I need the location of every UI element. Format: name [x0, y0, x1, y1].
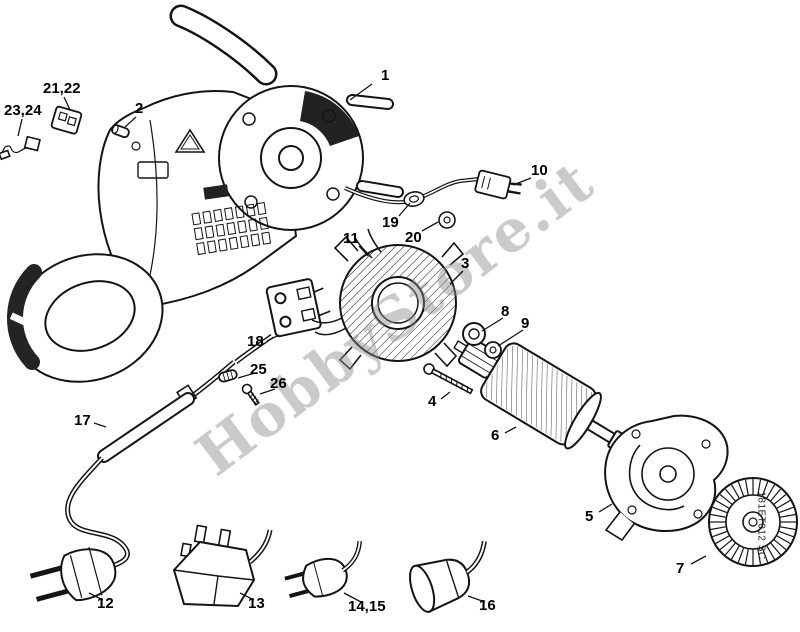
part-cable-clamp-25 [218, 369, 238, 383]
part-fan-wheel-7 [708, 477, 798, 567]
part-grommet-19 [403, 191, 425, 207]
part-screw-26 [241, 383, 260, 406]
label-sticker [137, 161, 169, 179]
rear-handle [7, 253, 164, 383]
part-washer-20 [438, 211, 456, 229]
part-motor-housing [7, 4, 404, 383]
stator-tab [338, 346, 362, 371]
part-handle-tube [97, 384, 198, 463]
cable-switch-leads [190, 333, 274, 399]
part-plug-euro-12 [29, 546, 117, 602]
stator-lead-wires-11 [311, 228, 382, 336]
cable-main-cord [65, 456, 130, 569]
part-plug-uk-13 [172, 524, 273, 608]
part-screw-4 [423, 363, 474, 395]
fan-teeth [710, 479, 796, 565]
part-carbon-brush-23-24 [0, 135, 41, 161]
part-switch-18 [265, 278, 331, 338]
part-pin-2 [111, 124, 130, 139]
grip-label-patch [9, 312, 40, 332]
mounting-pins [346, 94, 404, 198]
part-connector-block-21-22 [50, 105, 83, 135]
stator-tab [333, 235, 359, 262]
part-stator-3 [333, 235, 465, 371]
stator-tab [434, 342, 458, 368]
part-plug-connector-10 [474, 169, 522, 200]
part-washer-8 [462, 322, 486, 346]
part-coupling-16 [409, 540, 487, 614]
doc-code: 181ET012 SC [755, 491, 767, 560]
top-handle [169, 4, 278, 86]
part-armature-6 [453, 338, 653, 468]
warning-triangle-icon [174, 128, 206, 153]
vent-grid [191, 202, 272, 256]
stator-tab [441, 241, 465, 266]
part-fan-housing-5 [604, 414, 729, 542]
part-plug-flat-14-15 [284, 540, 362, 598]
model-sticker [203, 184, 229, 200]
part-washer-9 [484, 341, 502, 359]
